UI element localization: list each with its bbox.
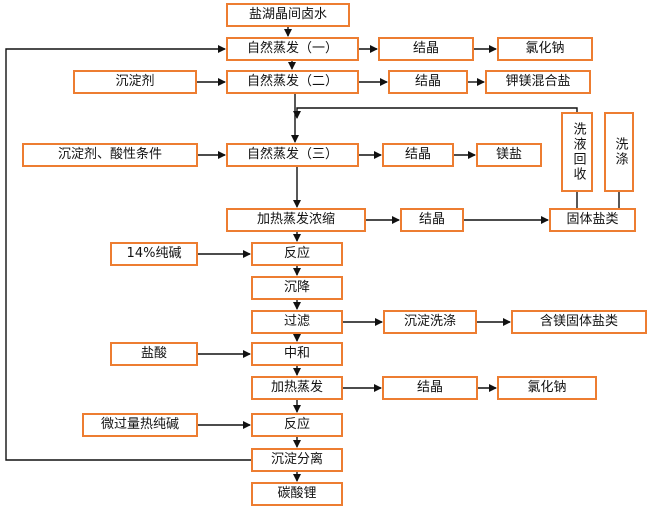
node-brine: 盐湖晶间卤水	[226, 3, 350, 27]
node-cryst3: 结晶	[382, 143, 454, 167]
node-cryst2: 结晶	[388, 70, 468, 94]
node-wash: 洗涤	[604, 112, 634, 192]
node-mg-solids: 含镁固体盐类	[511, 310, 647, 334]
node-nacl1: 氯化钠	[497, 37, 593, 61]
node-neutralize: 中和	[251, 342, 343, 366]
node-heat-evap: 加热蒸发	[251, 376, 343, 400]
node-kmg: 钾镁混合盐	[485, 70, 591, 94]
node-evap1: 自然蒸发（一）	[226, 37, 359, 61]
node-evap3: 自然蒸发（三）	[226, 143, 359, 167]
node-settle: 沉降	[251, 276, 343, 300]
node-nacl2: 氯化钠	[497, 376, 597, 400]
node-solid-salts: 固体盐类	[549, 208, 636, 232]
node-filter: 过滤	[251, 310, 343, 334]
edge-sep-recycle	[5, 45, 251, 461]
node-hcl: 盐酸	[110, 342, 198, 366]
node-soda14: 14%纯碱	[110, 242, 198, 266]
node-heat-conc: 加热蒸发浓缩	[226, 208, 366, 232]
node-precip-wash: 沉淀洗涤	[383, 310, 477, 334]
node-hot-soda: 微过量热纯碱	[82, 413, 198, 437]
node-li2co3: 碳酸锂	[251, 482, 343, 506]
node-cryst4: 结晶	[400, 208, 464, 232]
node-wash-recycle: 洗液回收	[561, 112, 593, 192]
node-mgsalt: 镁盐	[476, 143, 542, 167]
node-react2: 反应	[251, 413, 343, 437]
node-evap2: 自然蒸发（二）	[226, 70, 359, 94]
node-precip1: 沉淀剂	[73, 70, 197, 94]
node-precip-acid: 沉淀剂、酸性条件	[22, 143, 198, 167]
node-cryst1: 结晶	[378, 37, 474, 61]
node-sep: 沉淀分离	[251, 448, 343, 472]
edge-washrecycle-return	[293, 107, 578, 119]
node-react1: 反应	[251, 242, 343, 266]
node-cryst5: 结晶	[382, 376, 478, 400]
